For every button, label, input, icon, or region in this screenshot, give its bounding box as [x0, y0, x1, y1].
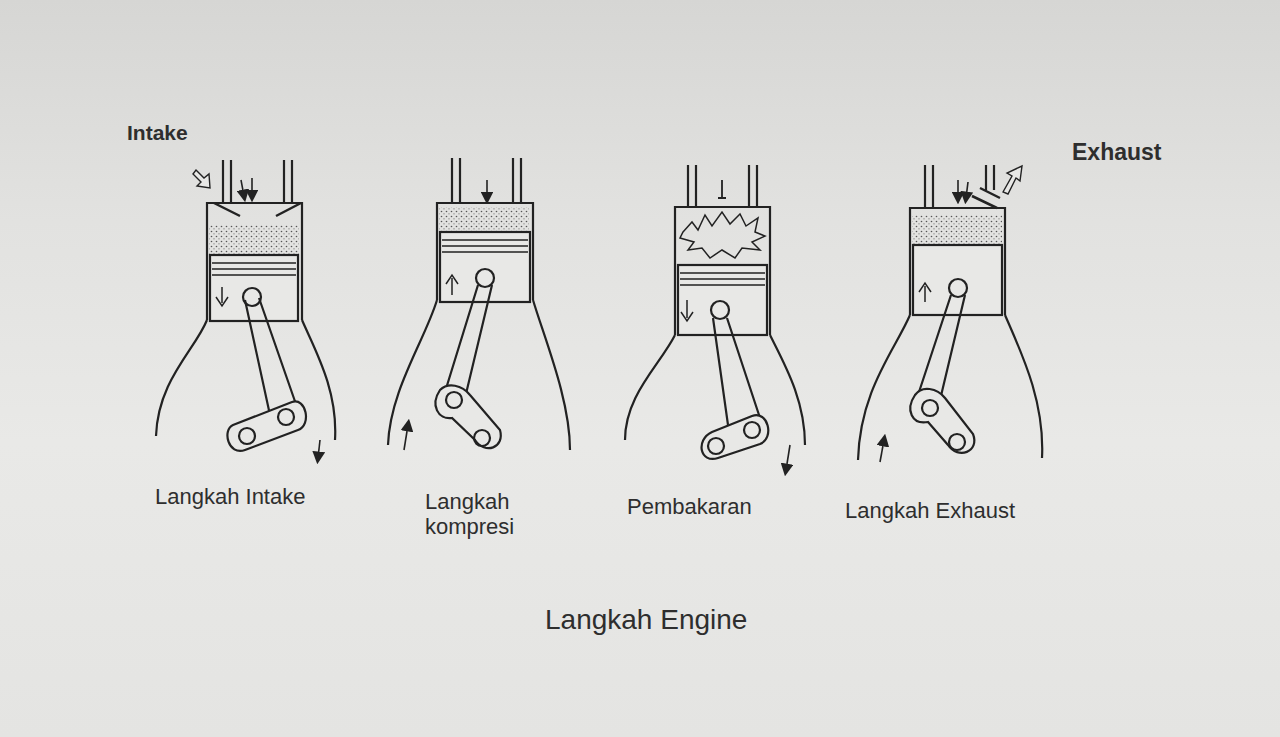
intake-stroke-engine [156, 160, 335, 458]
compression-stroke-engine [388, 158, 570, 450]
figure-caption: Langkah Engine [545, 604, 747, 636]
stroke-label: Pembakaran [627, 494, 752, 519]
stroke-label: Langkah Intake [155, 484, 305, 509]
stroke-label: Langkah kompresi [425, 489, 575, 540]
stroke-label: Langkah Exhaust [845, 498, 1015, 523]
exhaust-stroke-engine [858, 165, 1042, 462]
exhaust-label: Exhaust [1072, 139, 1161, 165]
combustion-stroke-engine [625, 165, 805, 470]
intake-label: Intake [127, 121, 188, 145]
